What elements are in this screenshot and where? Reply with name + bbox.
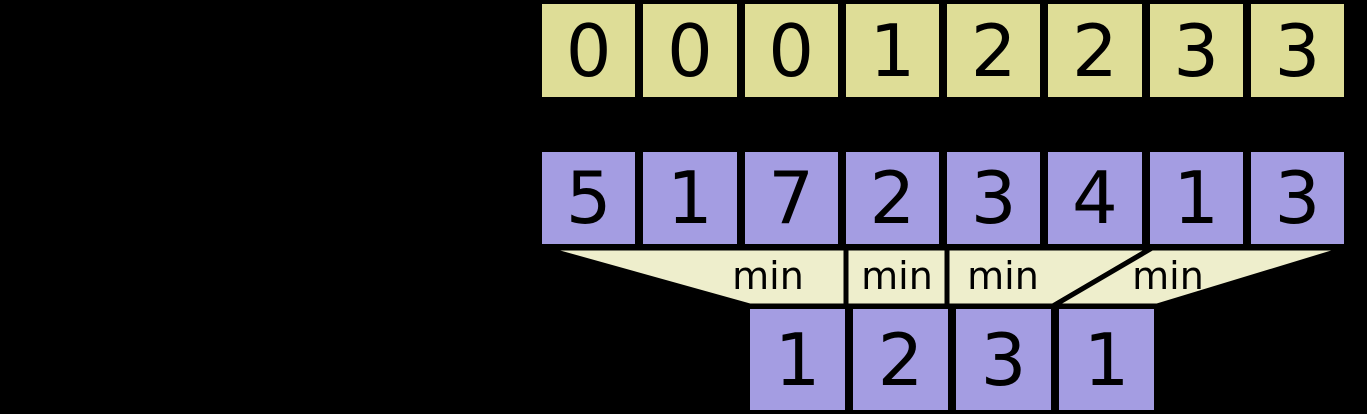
input-cell-value: 2 xyxy=(869,156,916,240)
min-label-2: min xyxy=(861,254,933,298)
result-cell: 1 xyxy=(746,305,849,414)
input-cell-value: 7 xyxy=(768,156,815,240)
result-cell: 2 xyxy=(849,305,952,414)
input-cell: 1 xyxy=(1145,148,1247,248)
input-cell-value: 5 xyxy=(565,156,612,240)
input-cell: 3 xyxy=(943,148,1045,248)
input-cell: 3 xyxy=(1246,148,1348,248)
min-label-1: min xyxy=(732,254,804,298)
input-cell-value: 3 xyxy=(1274,156,1321,240)
index-cell: 2 xyxy=(943,0,1045,101)
min-label-4: min xyxy=(1132,254,1204,298)
index-cell-value: 0 xyxy=(666,8,713,93)
input-cell: 4 xyxy=(1044,148,1146,248)
result-cell-value: 1 xyxy=(1083,317,1130,402)
input-cell: 5 xyxy=(538,148,640,248)
index-cell: 0 xyxy=(740,0,842,101)
result-cell: 1 xyxy=(1055,305,1158,414)
input-values-row: 5 1 7 2 3 4 1 3 xyxy=(538,148,1348,248)
index-cell-value: 2 xyxy=(1071,8,1118,93)
index-cell-value: 0 xyxy=(565,8,612,93)
reduced-minimum-row: 1 2 3 1 xyxy=(746,305,1158,414)
index-cell: 0 xyxy=(538,0,640,101)
index-cell: 3 xyxy=(1145,0,1247,101)
input-cell-value: 4 xyxy=(1071,156,1118,240)
index-cell: 2 xyxy=(1044,0,1146,101)
min-funnel-shapes: min min min min xyxy=(541,245,1349,309)
index-cell-value: 3 xyxy=(1274,8,1321,93)
index-cell: 3 xyxy=(1246,0,1348,101)
result-cell-value: 3 xyxy=(980,317,1027,402)
result-cell: 3 xyxy=(952,305,1055,414)
index-cell-value: 3 xyxy=(1173,8,1220,93)
result-cell-value: 2 xyxy=(877,317,924,402)
min-label-3: min xyxy=(967,254,1039,298)
input-cell: 1 xyxy=(639,148,741,248)
segment-index-row: 0 0 0 1 2 2 3 3 xyxy=(538,0,1348,101)
input-cell-value: 3 xyxy=(970,156,1017,240)
input-cell: 2 xyxy=(841,148,943,248)
input-cell: 7 xyxy=(740,148,842,248)
input-cell-value: 1 xyxy=(1173,156,1220,240)
input-cell-value: 1 xyxy=(666,156,713,240)
min-reduction-band: min min min min xyxy=(0,244,1367,310)
index-cell: 1 xyxy=(841,0,943,101)
index-cell-value: 1 xyxy=(869,8,916,93)
index-cell-value: 2 xyxy=(970,8,1017,93)
index-cell-value: 0 xyxy=(768,8,815,93)
index-cell: 0 xyxy=(639,0,741,101)
result-cell-value: 1 xyxy=(774,317,821,402)
